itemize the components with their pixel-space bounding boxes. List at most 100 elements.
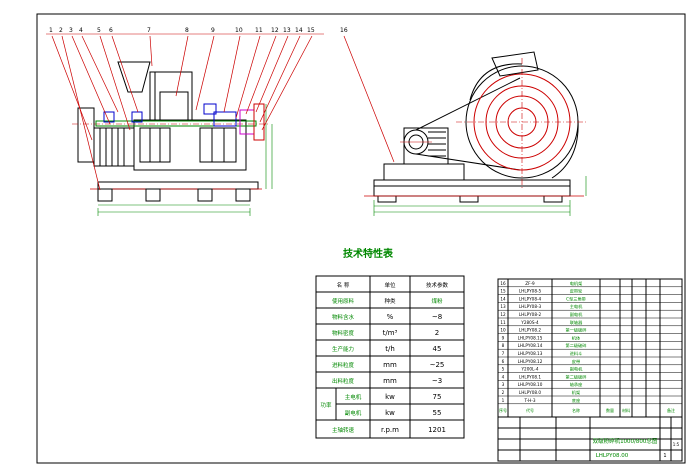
parts-header-no: 序号 [499,407,507,413]
front-view [72,61,273,216]
parts-header-remark: 备注 [667,407,675,413]
callout-11: 11 [255,27,263,34]
parts-cell-name: 皮带轮 [570,288,583,295]
spec-power-value: 55 [433,409,442,417]
parts-cell-name: 机架 [572,389,580,396]
parts-cell-no: 13 [500,304,506,309]
parts-cell-no: 10 [500,328,506,333]
callout-3: 3 [69,27,73,34]
parts-cell-code: LHLPY08-3 [519,304,542,309]
spec-row-name: 出料粒度 [332,377,355,385]
parts-cell-no: 15 [500,289,506,294]
parts-cell-code: LHLPY08.14 [518,343,543,348]
spec-row-unit: 种类 [384,297,396,305]
spec-row-unit: t/h [385,345,395,353]
spec-power-group: 功率 [320,401,332,409]
parts-cell-code: Y200L-4 [521,367,539,372]
spec-speed-value: 1201 [428,426,446,434]
side-base-frame [373,179,571,197]
parts-cell-code: LHLPY08.15 [518,335,543,340]
parts-cell-code: LHLPY08.2 [519,328,541,333]
spec-row-value: ~3 [432,377,442,385]
drive-belt [415,77,521,131]
parts-cell-name: 副电机 [570,311,583,318]
parts-cell-code: LHLPY08.1 [519,374,541,379]
spec-row-name: 使用原料 [332,297,355,305]
parts-cell-name: 主电机 [570,303,583,310]
callout-16: 16 [340,27,348,34]
callout-1: 1 [49,27,53,34]
parts-cell-name: 第二级破碎 [566,373,587,380]
callout-4: 4 [79,27,83,34]
spec-power-unit: kw [385,409,395,417]
parts-cell-name: 电机架 [570,280,583,287]
callout-13: 13 [283,27,291,34]
parts-cell-code: LHLPY08-5 [519,289,542,294]
callout-9: 9 [211,27,215,34]
parts-cell-no: 7 [502,351,505,356]
feed-hopper [117,61,151,93]
spec-row-name: 物料密度 [332,329,355,337]
sheet-number: 1 [663,453,666,459]
parts-cell-code: LHLPY08.0 [519,390,541,395]
spec-row-unit: t/m³ [383,329,398,337]
parts-cell-name: 轴承座 [570,381,583,388]
parts-cell-code: LHLPY08-2 [519,312,542,317]
parts-cell-no: 4 [502,374,505,379]
parts-cell-no: 8 [502,343,505,348]
spec-speed-unit: r.p.m [381,426,399,434]
spec-row-unit: mm [383,361,397,369]
spec-power-sub: 副电机 [345,409,362,417]
spec-row-unit: % [387,313,394,321]
parts-cell-name: 底座 [572,397,580,404]
side-view [364,51,588,216]
parts-cell-name: 副电机 [570,366,583,373]
parts-cell-no: 5 [502,367,505,372]
parts-cell-no: 12 [500,312,506,317]
callout-8: 8 [185,27,189,34]
spec-header-value: 技术参数 [426,281,449,289]
parts-cell-code: LHLPY08.12 [518,359,543,364]
spec-power-value: 75 [433,393,442,401]
parts-cell-code: LHLPY08.10 [518,382,543,387]
spec-table: 技术特性表 名 称 单位 技术参数 使用原料 种类 煤粉 物料含水 % ~8 物… [315,247,465,439]
callout-5: 5 [97,27,101,34]
parts-cell-name: 皮带 [572,358,580,365]
spec-row-value: 2 [435,329,439,337]
parts-cell-code: LHLPY08.13 [518,351,543,356]
parts-cell-code: T-H-3 [523,398,535,403]
parts-cell-name: 第二级破碎 [566,342,587,349]
spec-row-value: 煤粉 [431,297,443,305]
parts-cell-name: 进料斗 [570,350,583,357]
drawing-name: 双级粉碎机1000/800总图 [593,437,658,445]
sheet-border [36,13,686,464]
parts-header-qty: 数量 [606,407,614,413]
parts-cell-no: 6 [502,359,505,364]
spec-table-title: 技术特性表 [343,247,394,260]
spec-row-name: 生产能力 [332,345,354,353]
parts-cell-code: ZF-9 [525,281,535,286]
parts-cell-no: 11 [500,320,506,325]
spec-row-value: ~25 [430,361,445,369]
callout-12: 12 [271,27,279,34]
spec-power-unit: kw [385,393,395,401]
parts-cell-code: LHLPY08-4 [519,296,542,301]
callout-15: 15 [307,27,315,34]
spec-header-name: 名 称 [337,281,350,289]
parts-cell-no: 2 [502,390,505,395]
parts-cell-code: Y280S-4 [520,320,539,325]
spec-row-value: 45 [433,345,442,353]
front-base-rail [97,181,259,190]
parts-cell-no: 1 [502,398,505,403]
spec-row-unit: mm [383,377,397,385]
drawing-scale: 1:5 [673,442,680,447]
parts-cell-name: 机体 [572,334,581,341]
side-motor [403,127,449,165]
callout-7: 7 [147,27,151,34]
spec-row-name: 物料含水 [332,313,355,321]
callout-6: 6 [109,27,113,34]
parts-cell-name: 联轴器 [570,319,583,326]
